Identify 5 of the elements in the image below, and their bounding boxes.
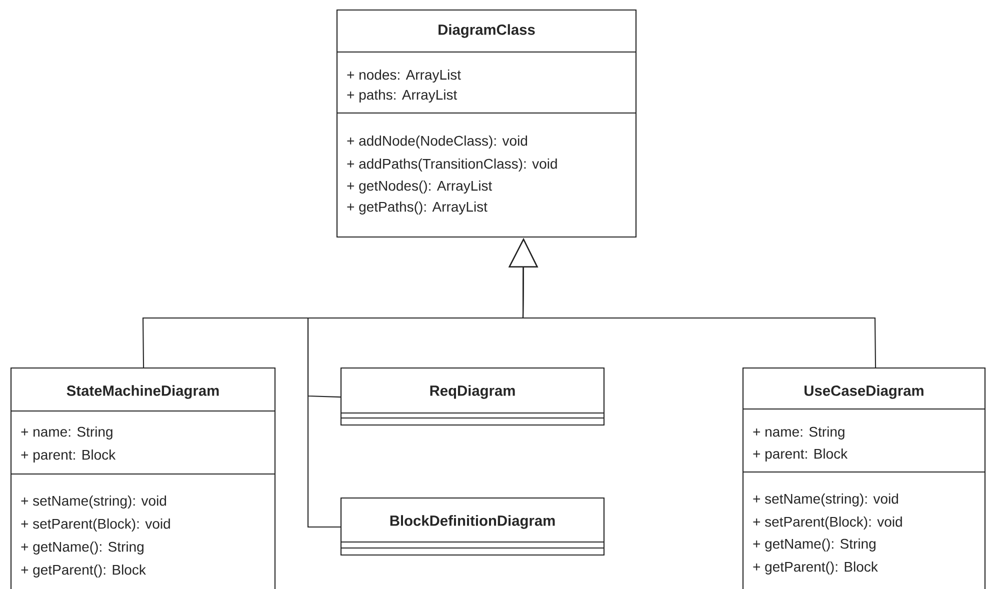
class-box: UseCaseDiagram + name: String + parent: Block + setName(string): void + setParent(Block): void + getName(): String + getParent(): Block	[742, 367, 986, 589]
class-box: BlockDefinitionDiagram	[340, 497, 605, 556]
class-box: DiagramClass + nodes: ArrayList + paths: ArrayList + addNode(NodeClass): void + addPaths(TransitionClass): void + getNodes(): ArrayList + getPaths(): ArrayList	[336, 9, 637, 238]
class-box: ReqDiagram	[340, 367, 605, 426]
class-box: StateMachineDiagram + name: String + parent: Block + setName(string): void + setParent(Block): void + getName(): String + getParent(): Block	[10, 367, 276, 589]
